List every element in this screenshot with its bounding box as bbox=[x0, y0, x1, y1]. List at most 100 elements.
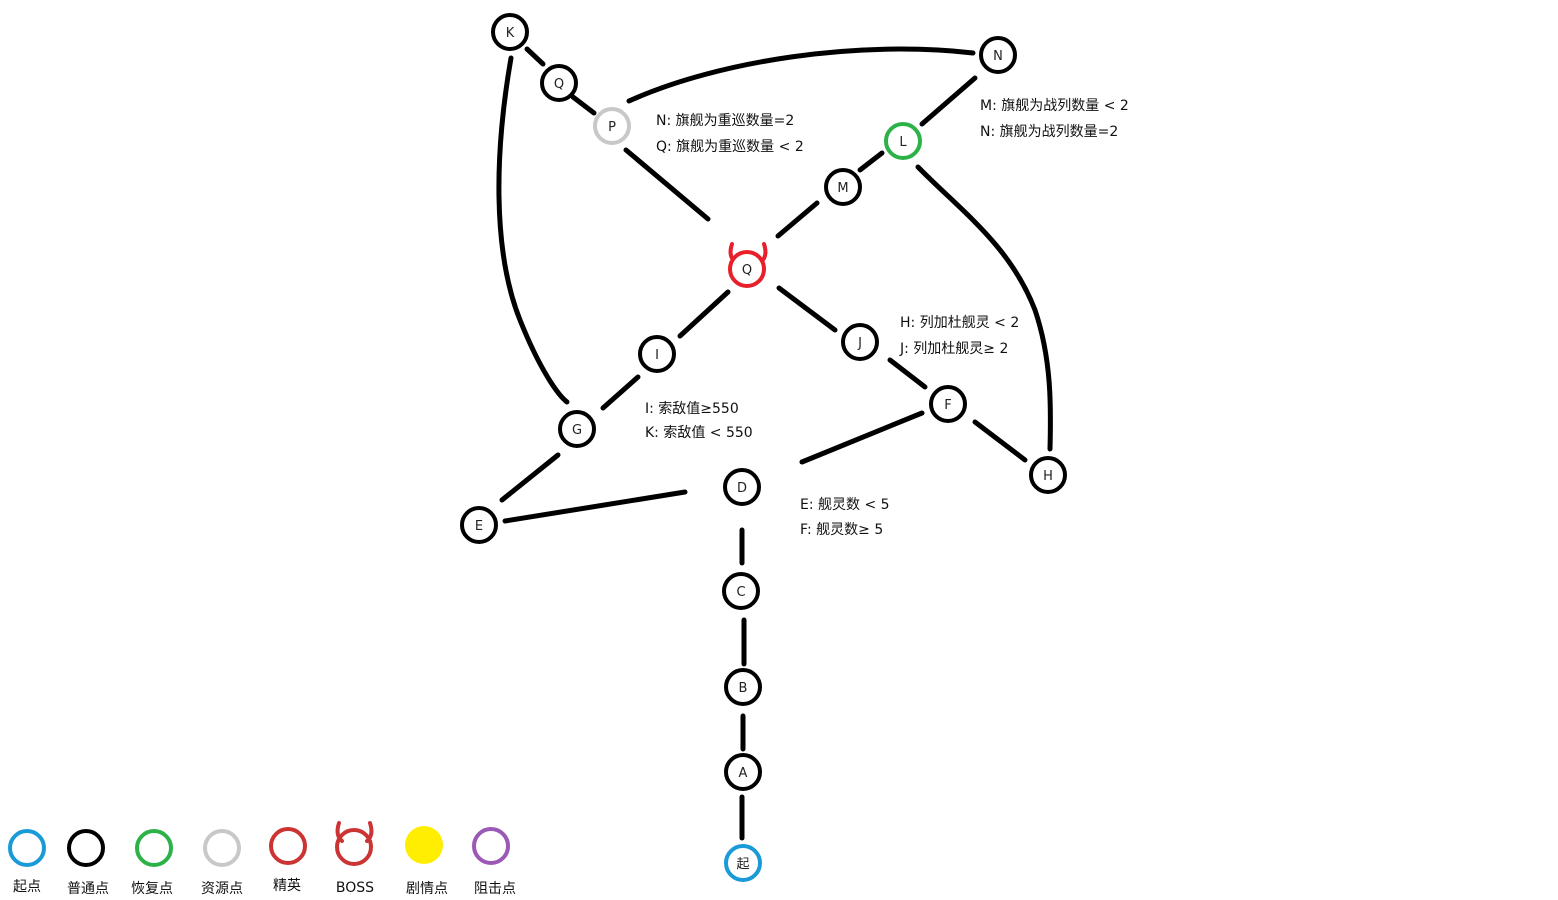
node-I-label: I bbox=[655, 348, 659, 363]
legend-item-normal: 普通点 bbox=[67, 829, 109, 897]
story-dot-icon bbox=[405, 826, 443, 864]
note-mn-condition: M: 旗舰为战列数量 < 2 N: 旗舰为战列数量=2 bbox=[980, 93, 1129, 145]
note-line: N: 旗舰为战列数量=2 bbox=[980, 124, 1119, 140]
node-boss-Q-label: Q bbox=[742, 263, 752, 278]
edge-L-N bbox=[919, 75, 978, 127]
note-line: K: 索敌值 < 550 bbox=[645, 425, 753, 441]
edge-D-E bbox=[502, 489, 688, 524]
legend-label-normal: 普通点 bbox=[67, 881, 109, 897]
legend-item-recovery: 恢复点 bbox=[131, 829, 173, 897]
node-B[interactable]: B bbox=[724, 668, 762, 706]
node-Q-small[interactable]: Q bbox=[540, 64, 578, 102]
edge-K-Q bbox=[524, 46, 546, 67]
note-line: F: 舰灵数≥ 5 bbox=[800, 522, 884, 538]
node-H[interactable]: H bbox=[1029, 456, 1067, 494]
edge-P-N bbox=[626, 46, 976, 104]
elite-ring-icon bbox=[269, 827, 307, 865]
normal-ring-icon bbox=[824, 168, 862, 206]
edge-K-G bbox=[496, 55, 570, 405]
note-np-condition: N: 旗舰为重巡数量=2 Q: 旗舰为重巡数量 < 2 bbox=[656, 108, 804, 160]
node-boss-Q[interactable]: Q bbox=[728, 242, 768, 288]
normal-ring-icon bbox=[724, 753, 762, 791]
legend-item-start: 起点 bbox=[8, 829, 46, 895]
edge-I-boss bbox=[677, 289, 731, 339]
node-A-label: A bbox=[739, 766, 748, 781]
node-P-label: P bbox=[608, 120, 616, 135]
legend-label-blocker: 阻击点 bbox=[474, 881, 516, 897]
legend-item-story: 剧情点 bbox=[405, 826, 448, 897]
node-A[interactable]: A bbox=[724, 753, 762, 791]
note-line: H: 列加杜舰灵 < 2 bbox=[900, 315, 1020, 331]
node-E[interactable]: E bbox=[460, 506, 498, 544]
node-C[interactable]: C bbox=[722, 572, 760, 610]
normal-ring-icon bbox=[841, 323, 879, 361]
node-N-label: N bbox=[993, 49, 1003, 64]
node-N[interactable]: N bbox=[979, 36, 1017, 74]
legend-label-recovery: 恢复点 bbox=[131, 880, 173, 897]
edge-F-J bbox=[887, 357, 928, 390]
node-F[interactable]: F bbox=[929, 385, 967, 423]
legend-label-elite: 精英 bbox=[273, 877, 301, 894]
legend-item-resource: 资源点 bbox=[201, 829, 243, 897]
legend-label-story: 剧情点 bbox=[406, 881, 448, 897]
normal-ring-icon bbox=[929, 385, 967, 423]
edge-G-I bbox=[600, 374, 641, 411]
node-start[interactable]: 起 bbox=[724, 844, 762, 882]
start-ring-icon bbox=[724, 844, 762, 882]
note-line: N: 旗舰为重巡数量=2 bbox=[656, 113, 795, 129]
edge-J-boss bbox=[776, 285, 838, 333]
resource-ring-icon bbox=[203, 829, 241, 867]
node-D-label: D bbox=[737, 481, 747, 496]
edge-D-F bbox=[799, 410, 925, 465]
node-C-label: C bbox=[736, 585, 745, 600]
node-K-label: K bbox=[506, 26, 515, 41]
node-L-label: L bbox=[899, 135, 907, 150]
note-ef-condition: E: 舰灵数 < 5 F: 舰灵数≥ 5 bbox=[800, 493, 890, 543]
note-ik-condition: I: 索敌值≥550 K: 索敌值 < 550 bbox=[645, 397, 753, 445]
normal-ring-icon bbox=[722, 572, 760, 610]
normal-ring-icon bbox=[724, 668, 762, 706]
boss-ring-icon bbox=[728, 250, 766, 288]
node-P[interactable]: P bbox=[593, 107, 631, 145]
note-line: I: 索敌值≥550 bbox=[645, 401, 739, 417]
boss-ring-icon bbox=[335, 828, 373, 866]
recovery-ring-icon bbox=[884, 122, 922, 160]
edge-E-G bbox=[499, 452, 561, 503]
edge-L-H bbox=[915, 164, 1053, 452]
normal-ring-icon bbox=[460, 506, 498, 544]
node-K[interactable]: K bbox=[491, 13, 529, 51]
node-B-label: B bbox=[739, 681, 748, 696]
edge-Q-P bbox=[570, 94, 597, 116]
legend: 起点 普通点 恢复点 资源点 精英 BOSS bbox=[0, 812, 590, 900]
node-D[interactable]: D bbox=[723, 468, 761, 506]
note-line: Q: 旗舰为重巡数量 < 2 bbox=[656, 139, 804, 155]
note-line: M: 旗舰为战列数量 < 2 bbox=[980, 98, 1129, 114]
node-M[interactable]: M bbox=[824, 168, 862, 206]
blocker-ring-icon bbox=[472, 827, 510, 865]
legend-item-boss: BOSS bbox=[335, 821, 374, 896]
node-M-label: M bbox=[837, 181, 848, 196]
normal-ring-icon bbox=[540, 64, 578, 102]
node-G[interactable]: G bbox=[558, 410, 596, 448]
legend-item-elite: 精英 bbox=[269, 827, 307, 894]
node-Q-small-label: Q bbox=[554, 77, 564, 92]
legend-label-start: 起点 bbox=[13, 879, 41, 895]
start-ring-icon bbox=[8, 829, 46, 867]
legend-background bbox=[0, 812, 590, 900]
node-E-label: E bbox=[475, 519, 483, 534]
node-start-label: 起 bbox=[736, 857, 749, 872]
normal-ring-icon bbox=[723, 468, 761, 506]
node-G-label: G bbox=[572, 423, 582, 438]
node-I[interactable]: I bbox=[638, 335, 676, 373]
node-L[interactable]: L bbox=[884, 122, 922, 160]
edge-F-H bbox=[972, 419, 1028, 463]
legend-label-boss: BOSS bbox=[336, 880, 374, 896]
node-J[interactable]: J bbox=[841, 323, 879, 361]
normal-ring-icon bbox=[491, 13, 529, 51]
edge-P-boss bbox=[623, 147, 711, 222]
recovery-ring-icon bbox=[135, 829, 173, 867]
legend-label-resource: 资源点 bbox=[201, 881, 243, 897]
note-line: J: 列加杜舰灵≥ 2 bbox=[900, 341, 1009, 357]
